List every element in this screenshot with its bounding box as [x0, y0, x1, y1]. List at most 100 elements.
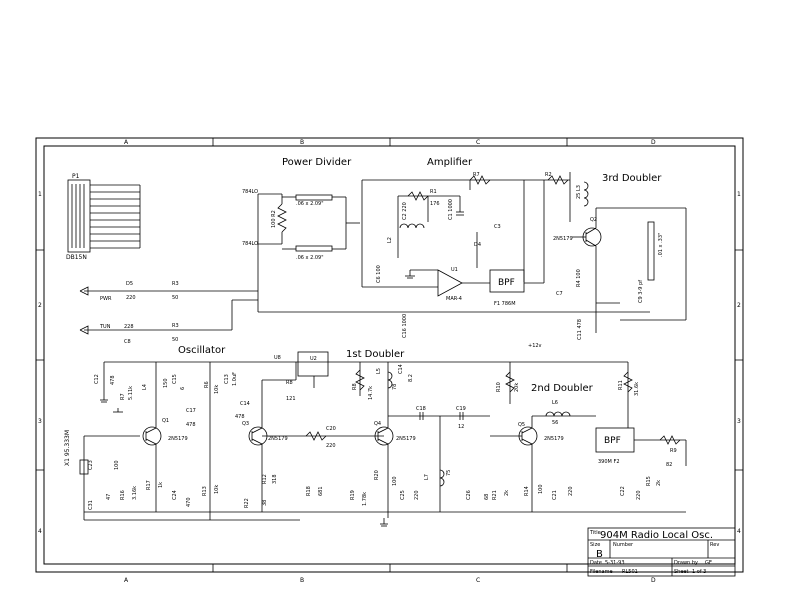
r19-label: R19 — [350, 490, 356, 500]
c7-label: C7 — [556, 291, 563, 297]
amplifier-title: Amplifier — [427, 157, 473, 168]
c12-value: 478 — [110, 375, 116, 385]
r17-label: R17 — [146, 480, 152, 490]
l7-value: 75 — [446, 470, 452, 476]
zone-row-1-right: 1 — [737, 191, 741, 198]
q4-label: Q4 — [374, 421, 381, 427]
size-value: B — [596, 549, 603, 560]
zone-row-2-left: 2 — [38, 302, 42, 309]
c26-label: C26 — [466, 490, 472, 500]
l4-value: 150 — [163, 378, 169, 388]
third-doubler-title: 3rd Doubler — [602, 173, 662, 184]
r17-value: 1k — [158, 482, 164, 488]
r19-value: 1.78k — [362, 492, 368, 506]
r14-value: 100 — [538, 484, 544, 494]
l4-label: L4 — [142, 384, 148, 390]
q2-part: 2N5179 — [553, 236, 573, 242]
third-doubler — [544, 172, 687, 333]
c17-value: 478 — [186, 422, 196, 428]
r8b-value: 121 — [286, 396, 296, 402]
q1-label: Q1 — [162, 418, 169, 424]
q5-part: 2N5179 — [544, 436, 564, 442]
pwr-label: PWR — [100, 296, 112, 302]
zone-row-3-left: 3 — [38, 418, 42, 425]
c19-value: 12 — [458, 424, 464, 430]
outer-border — [35, 137, 744, 573]
sheet-value: 1 of 3 — [692, 569, 706, 575]
c25-label: C25 — [400, 490, 406, 500]
l2-label: L2 — [387, 237, 393, 243]
c19-label: C19 — [456, 406, 466, 412]
c25-value: 220 — [414, 490, 420, 500]
f1-label: F1 786M — [494, 301, 516, 307]
r20-label: R20 — [374, 470, 380, 480]
u2-pin: U8 — [274, 355, 281, 361]
l6-label: L6 — [552, 400, 558, 406]
q3-part: 2N5179 — [268, 436, 288, 442]
c17-label: C17 — [186, 408, 196, 414]
second-doubler-title: 2nd Doubler — [531, 383, 594, 394]
r3b-label: R3 — [172, 323, 179, 329]
c23-label: C23 — [88, 460, 94, 470]
r7-value: 5.11k — [128, 386, 134, 400]
zone-col-3-bottom: C — [476, 577, 480, 584]
c11-value: C11 478 — [577, 319, 583, 340]
r12-value: 318 — [272, 474, 278, 484]
r16-value: 3.16k — [132, 486, 138, 500]
power-divider — [257, 193, 360, 252]
c16-value: C16 1000 — [402, 314, 408, 338]
r8c-label: R8 — [352, 383, 358, 390]
r8b-label: R8 — [286, 380, 293, 386]
filename-value: RL501 — [622, 569, 638, 575]
c2x-ref: C8 — [124, 339, 131, 345]
c21-label: C21 — [552, 490, 558, 500]
date-value: 5-31-93 — [605, 560, 625, 566]
c2-label: C2 220 — [402, 202, 408, 220]
r3-label: R3 — [172, 281, 179, 287]
r16-label: R16 — [120, 490, 126, 500]
u1-ref: U1 — [451, 267, 458, 273]
title-caption: Title — [589, 530, 601, 536]
c26-value: 68 — [484, 494, 490, 500]
r14-label: R14 — [524, 486, 530, 496]
port-label-2: 784LO — [242, 241, 258, 247]
r15-label: R15 — [646, 476, 652, 486]
zone-row-3-right: 3 — [737, 418, 741, 425]
r10-value: 20k — [514, 383, 520, 392]
zone-col-4-bottom: D — [651, 577, 656, 584]
zone-col-1-bottom: A — [124, 577, 129, 584]
r13-value: 10k — [214, 485, 220, 494]
c9-trim: C9 3-9 pf — [638, 280, 644, 303]
d4-label: D4 — [474, 242, 481, 248]
r22-value: 38 — [262, 500, 268, 506]
amplifier — [361, 175, 545, 297]
r8c-value: 14.7k — [368, 386, 374, 400]
power-divider-title: Power Divider — [282, 157, 352, 168]
r7-label: R7 — [120, 393, 126, 400]
title-block — [587, 527, 736, 577]
zone-col-3-top: C — [476, 139, 480, 146]
drawn-value: GE — [705, 560, 712, 566]
d5-label: D5 — [126, 281, 133, 287]
first-doubler-title: 1st Doubler — [346, 349, 405, 360]
c15-label: C15 — [172, 374, 178, 384]
first-doubler — [355, 362, 490, 527]
c14-value: 478 — [235, 414, 245, 420]
r3b-value: 50 — [172, 337, 178, 343]
rev-caption: Rev — [710, 542, 719, 548]
q2-label: Q2 — [590, 217, 597, 223]
c13-value: 1.0uF — [232, 372, 238, 386]
u1-part: MAR-4 — [446, 296, 462, 302]
p1-label: P1 — [72, 173, 80, 180]
r4-value: R4 100 — [576, 269, 582, 287]
r1-label: R1 — [430, 189, 437, 195]
zone-col-2-top: B — [300, 139, 304, 146]
c23-value: 100 — [114, 460, 120, 470]
q5-label: Q5 — [518, 422, 525, 428]
c1-label: C1 1000 — [448, 199, 454, 220]
zone-row-4-right: 4 — [737, 528, 741, 535]
r15-value: 2k — [656, 480, 662, 486]
f2-label: 390M F2 — [598, 459, 620, 465]
